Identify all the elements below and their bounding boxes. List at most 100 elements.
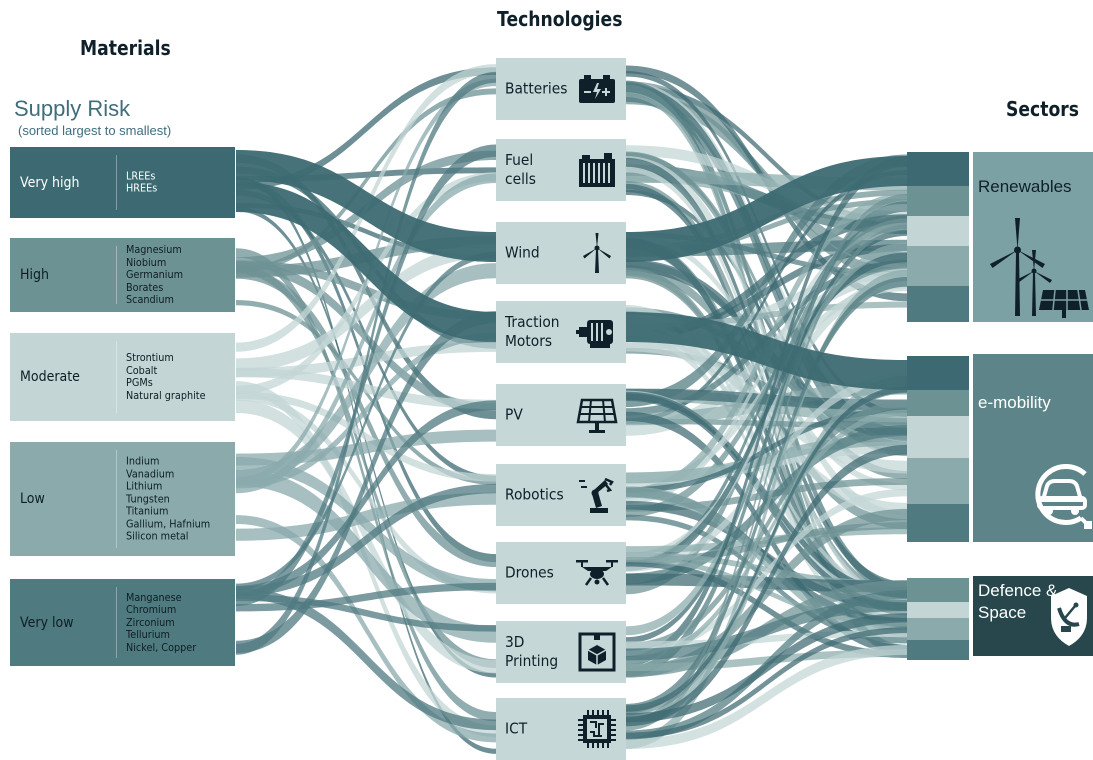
material-technology-flow	[236, 391, 496, 482]
technology-sector-flow	[626, 189, 907, 454]
supply-risk-subtitle: (sorted largest to smallest)	[18, 123, 172, 138]
tech-fuel-cells: Fuel cells	[496, 139, 626, 201]
technology-sector-flow	[626, 599, 907, 661]
motor-icon	[576, 320, 613, 348]
robot-arm-icon	[579, 477, 614, 513]
risk-level-low: Low Indium Vanadium Lithium Tungsten Tit…	[10, 442, 235, 556]
material-technology-flow	[236, 429, 496, 466]
risk-level-label: Moderate	[20, 369, 80, 385]
technology-sector-flow	[626, 277, 907, 565]
material-name: HREEs	[126, 181, 158, 195]
risk-materials-list: Manganese Chromium Zirconium Tellurium N…	[126, 591, 196, 654]
technology-sector-flow	[626, 84, 907, 441]
material-technology-flow	[236, 264, 496, 669]
risk-level-label: Low	[20, 491, 45, 507]
technology-sector-flow	[626, 508, 907, 678]
technology-sector-flow	[626, 232, 907, 277]
material-technology-flow	[236, 483, 496, 597]
technology-sector-flow	[626, 407, 907, 493]
technology-sector-flow	[626, 194, 907, 726]
risk-level-very-low: Very low Manganese Chromium Zirconium Te…	[10, 579, 235, 666]
technology-sector-flow	[626, 401, 907, 651]
technology-sector-flow	[626, 89, 907, 454]
technology-sector-flow	[626, 269, 907, 749]
risk-level-label: Very low	[20, 614, 74, 631]
material-name: Gallium, Hafnium	[126, 516, 211, 530]
technology-sector-flow	[626, 85, 907, 227]
risk-materials-list: LREEs HREEs	[126, 169, 158, 195]
material-name: Silicon metal	[126, 529, 189, 543]
sector-renewables: Renewables	[973, 152, 1093, 322]
material-technology-flow	[236, 251, 496, 590]
material-technology-flow	[236, 78, 496, 485]
material-name: Nickel, Copper	[126, 640, 197, 654]
material-name: Magnesium	[126, 242, 182, 256]
tech-label: Robotics	[505, 485, 564, 504]
material-name: Natural graphite	[126, 388, 206, 402]
material-technology-flow	[236, 202, 496, 260]
renewables-flow-stack	[907, 152, 969, 322]
material-name: LREEs	[126, 169, 156, 182]
sectors-header: Sectors	[1006, 97, 1080, 121]
materials-header: Materials	[80, 36, 171, 60]
tech-pv: PV	[496, 384, 626, 446]
sector-label: Renewables	[978, 177, 1072, 196]
fuel-cell-icon	[579, 153, 615, 187]
tech-label: ICT	[505, 719, 528, 738]
technology-sector-flow	[626, 409, 907, 664]
technology-sector-flow	[626, 411, 907, 655]
wind-solar-icon	[990, 218, 1089, 318]
sector-e-mobility: e-mobility	[973, 354, 1093, 542]
technology-sector-flow	[626, 613, 907, 723]
material-name: Manganese	[126, 590, 182, 604]
material-technology-flow	[236, 456, 496, 592]
material-technology-flow	[236, 515, 496, 743]
electric-car-icon	[1035, 463, 1092, 529]
tech-label: Batteries	[505, 79, 568, 98]
technology-sector-flow	[626, 237, 907, 616]
material-name: Chromium	[126, 602, 177, 616]
tech-ict: ICT	[496, 698, 626, 760]
satellite-shield-icon	[1051, 588, 1087, 646]
technology-sector-flow	[626, 157, 907, 591]
material-technology-flow	[236, 332, 496, 489]
drone-icon	[576, 560, 618, 586]
tech-label: 3D Printing	[505, 633, 559, 670]
technology-sector-flow	[626, 386, 907, 712]
risk-level-moderate: Moderate Strontium Cobalt PGMs Natural g…	[10, 333, 235, 421]
tech-label: Wind	[505, 243, 540, 262]
material-technology-flow	[236, 182, 496, 342]
battery-icon	[579, 75, 615, 103]
tech-label: Fuel cells	[505, 151, 536, 188]
chip-icon	[578, 710, 616, 748]
material-name: Germanium	[126, 267, 184, 281]
material-technology-flow	[236, 173, 496, 494]
tech-batteries: Batteries	[496, 58, 626, 120]
sector-label: e-mobility	[978, 393, 1051, 412]
tech-label: Drones	[505, 563, 554, 582]
material-technology-flow	[236, 311, 496, 654]
material-name: Strontium	[126, 351, 174, 364]
material-name: Tellurium	[126, 627, 170, 641]
wind-turbine-icon	[583, 233, 611, 273]
material-technology-flow	[236, 267, 496, 568]
tech-wind: Wind	[496, 222, 626, 284]
material-name: Vanadium	[126, 466, 175, 480]
tech-label: PV	[505, 405, 523, 424]
risk-materials-list: Strontium Cobalt PGMs Natural graphite	[126, 351, 206, 402]
defence-space-flow-stack	[907, 578, 969, 660]
material-technology-flow	[236, 260, 496, 321]
technology-sector-flow	[626, 243, 907, 339]
tech-drones: Drones	[496, 542, 626, 604]
material-technology-flow	[236, 400, 496, 596]
material-technology-flow	[236, 243, 496, 372]
technology-sector-flow	[626, 444, 907, 727]
material-technology-flow	[236, 71, 496, 655]
technology-sector-flow	[626, 271, 907, 352]
sector-label: Defence & Space	[978, 581, 1058, 622]
technologies-header: Technologies	[497, 7, 623, 31]
material-technology-flow	[236, 144, 496, 607]
3d-printer-icon	[578, 632, 616, 672]
